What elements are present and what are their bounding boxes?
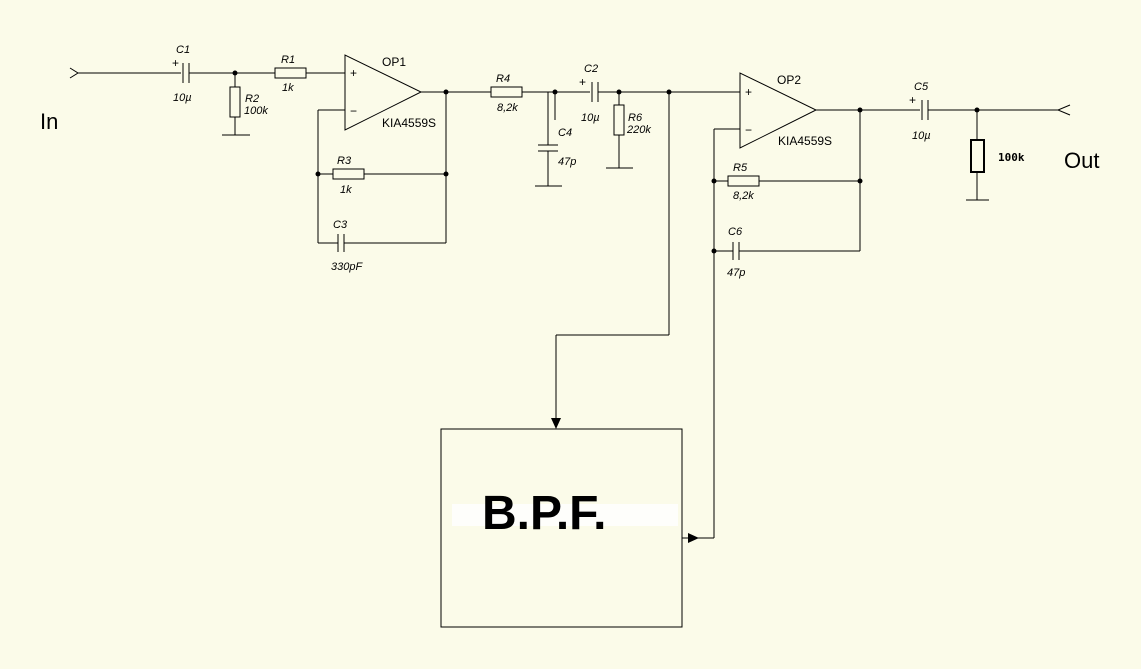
capacitor-c4: C4 47p: [535, 89, 576, 187]
arrow-right-icon: [688, 533, 699, 543]
capacitor-c2: + C2 10µ: [579, 63, 740, 124]
r6-ref-label: R6: [628, 112, 643, 124]
load-resistor: 100k: [966, 107, 1025, 201]
c2-plus-sign: +: [579, 75, 586, 89]
opamp-op1: + − OP1 KIA4559S: [344, 54, 436, 131]
r3-ref-label: R3: [337, 155, 352, 167]
c4-value-label: 47p: [558, 156, 576, 168]
input-label: In: [40, 109, 58, 134]
c1-value-label: 10µ: [173, 92, 192, 104]
c1-plus-sign: +: [172, 56, 179, 70]
r5-ref-label: R5: [733, 162, 748, 174]
arrow-down-icon: [551, 418, 561, 429]
r4-value-label: 8,2k: [497, 102, 518, 114]
capacitor-c5: + C5 10µ: [909, 81, 1058, 142]
bpf-output-wire: [682, 128, 740, 543]
bpf-label: B.P.F.: [482, 487, 607, 540]
c2-ref-label: C2: [584, 63, 598, 75]
c4-ref-label: C4: [558, 127, 572, 139]
c3-ref-label: C3: [333, 219, 348, 231]
output-label: Out: [1064, 148, 1099, 173]
bpf-block: B.P.F.: [440, 428, 683, 628]
r1-value-label: 1k: [282, 82, 294, 94]
r3-value-label: 1k: [340, 184, 352, 196]
c6-ref-label: C6: [728, 226, 743, 238]
op2-minus-sign: −: [745, 123, 752, 137]
resistor-r1: R1 1k: [274, 54, 345, 94]
op1-name-label: OP1: [382, 55, 406, 69]
r5-value-label: 8,2k: [733, 190, 754, 202]
bpf-input-wire: [551, 89, 672, 429]
output-terminal: [1056, 104, 1071, 116]
resistor-r4: R4 8,2k: [490, 73, 590, 114]
op1-minus-sign: −: [350, 104, 357, 118]
op2-name-label: OP2: [777, 73, 801, 87]
load-value-label: 100k: [998, 151, 1025, 164]
r6-value-label: 220k: [626, 124, 651, 136]
op2-plus-sign: +: [745, 85, 752, 99]
op1-plus-sign: +: [350, 66, 357, 80]
r2-value-label: 100k: [244, 105, 268, 117]
input-terminal: [69, 67, 181, 79]
capacitor-c1: + C1 10µ: [172, 44, 275, 104]
op1-feedback: R3 1k C3 330pF: [315, 89, 491, 273]
c5-plus-sign: +: [909, 93, 916, 107]
r4-ref-label: R4: [496, 73, 510, 85]
r2-ref-label: R2: [245, 93, 259, 105]
c2-value-label: 10µ: [581, 112, 600, 124]
resistor-r2: R2 100k: [222, 70, 268, 136]
resistor-r6: R6 220k: [606, 89, 651, 169]
c3-value-label: 330pF: [331, 261, 363, 273]
c5-value-label: 10µ: [912, 130, 931, 142]
op1-part-label: KIA4559S: [382, 116, 436, 130]
c5-ref-label: C5: [914, 81, 929, 93]
opamp-op2: + − OP2 KIA4559S: [739, 72, 832, 149]
op2-feedback: R5 8,2k C6 47p: [711, 107, 920, 279]
op2-part-label: KIA4559S: [778, 134, 832, 148]
c1-ref-label: C1: [176, 44, 190, 56]
r1-ref-label: R1: [281, 54, 295, 66]
c6-value-label: 47p: [727, 267, 745, 279]
